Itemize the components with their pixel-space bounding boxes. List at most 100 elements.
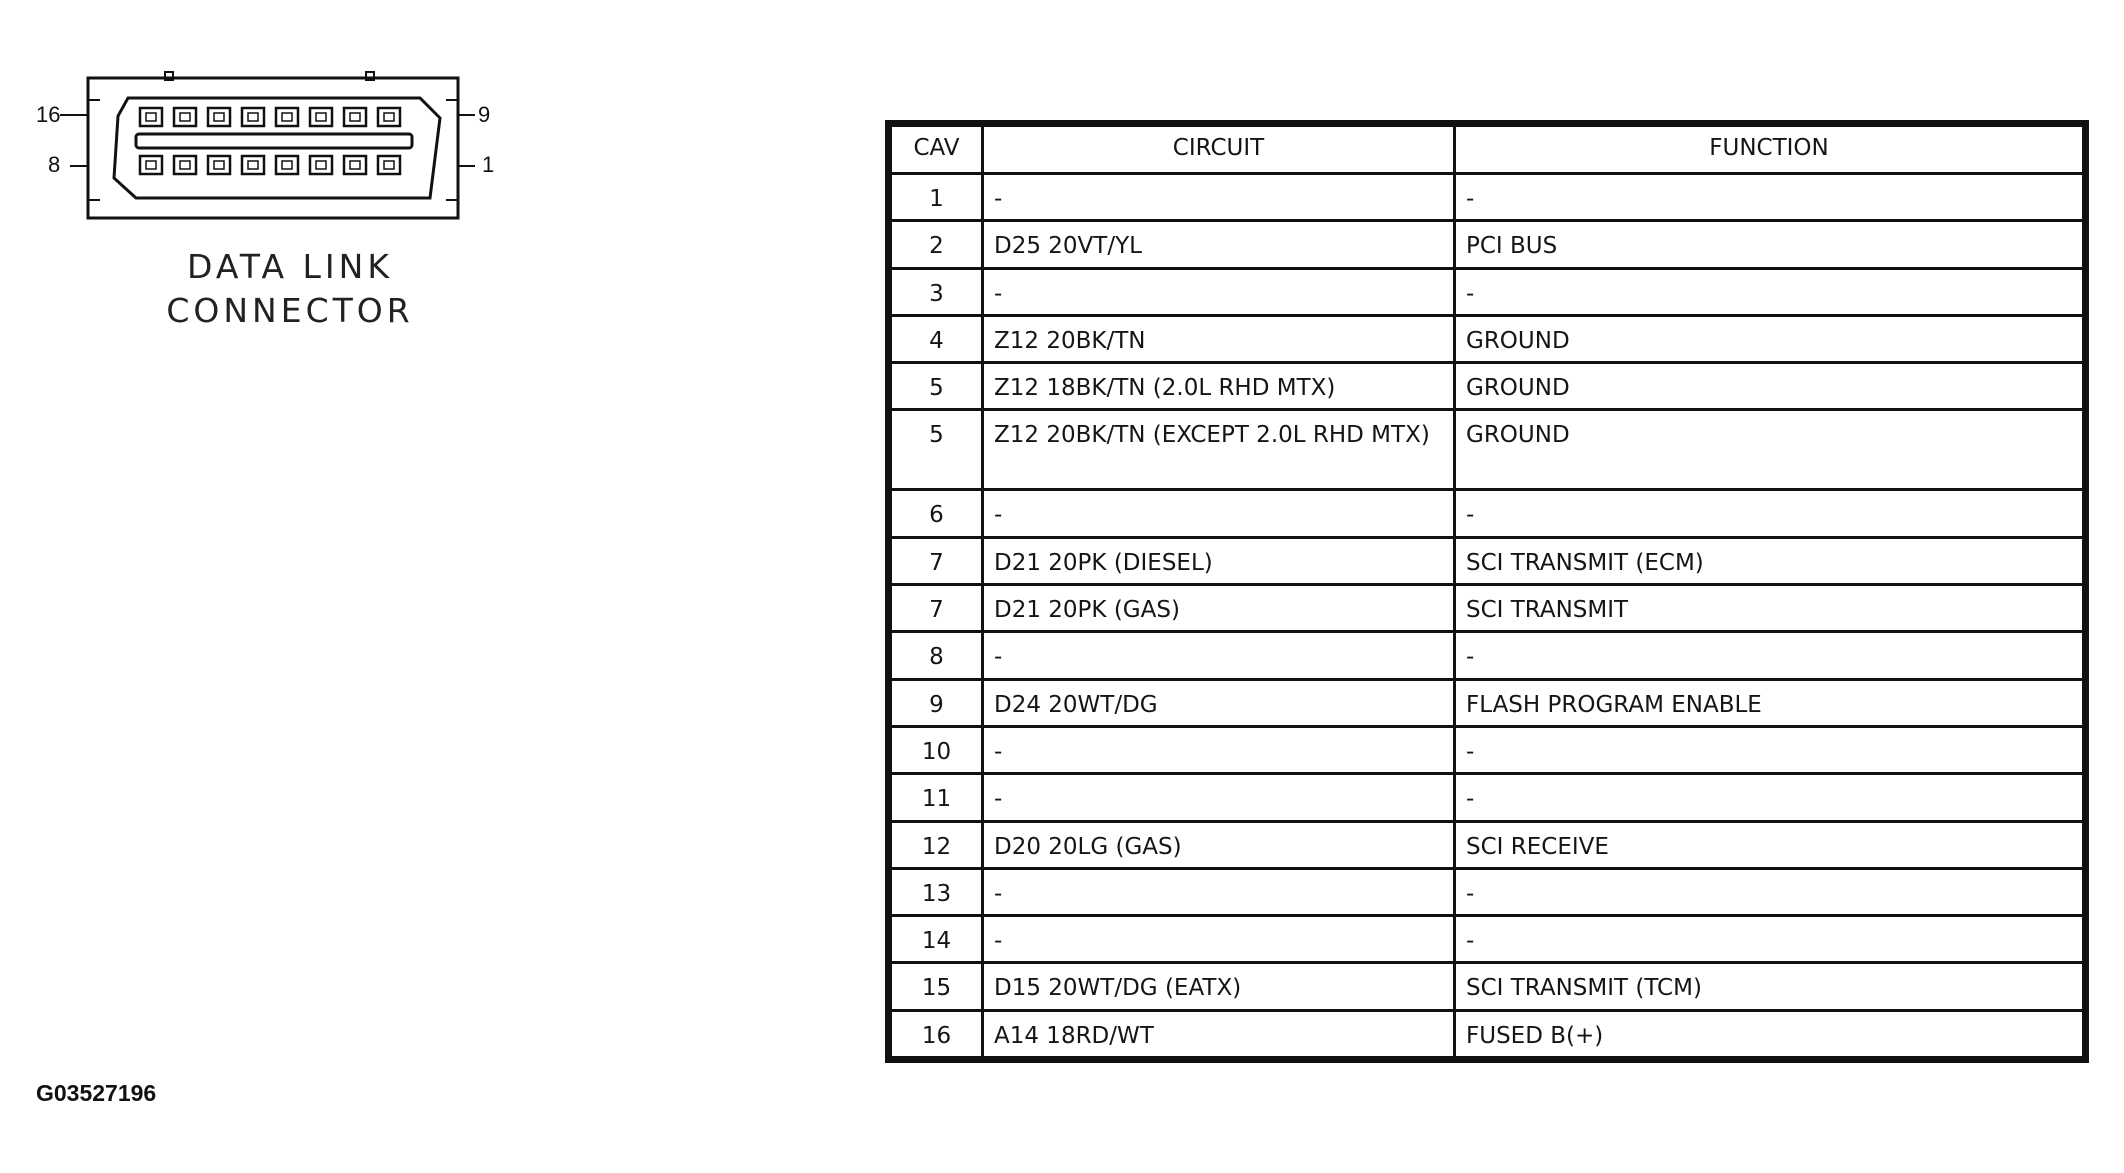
function-cell: FUSED B(+): [1453, 1008, 2085, 1060]
connector-pin-socket: [281, 160, 293, 170]
connector-pin-socket: [179, 160, 191, 170]
cav-cell: 5: [889, 361, 984, 412]
connector-pin-socket: [145, 112, 157, 122]
connector-pin: [274, 106, 300, 128]
circuit-cell: -: [981, 866, 1456, 918]
function-cell: SCI TRANSMIT (TCM): [1453, 961, 2085, 1012]
table-row: 1--: [889, 171, 2085, 223]
figure-code: G03527196: [36, 1080, 157, 1106]
connector-pin-socket: [383, 160, 395, 170]
header-circuit: CIRCUIT: [981, 124, 1456, 175]
caption-line-1: DATA LINK: [187, 247, 393, 286]
circuit-cell: Z12 18BK/TN (2.0L RHD MTX): [981, 361, 1456, 412]
connector-pin-socket: [315, 160, 327, 170]
connector-pin-socket: [247, 160, 259, 170]
function-cell: SCI TRANSMIT: [1453, 583, 2085, 634]
cav-cell: 11: [889, 772, 984, 823]
table-row: 6--: [889, 488, 2085, 539]
connector-pin: [274, 154, 300, 176]
table-header-row: CAV CIRCUIT FUNCTION: [889, 124, 2085, 175]
circuit-cell: -: [981, 772, 1456, 823]
circuit-cell: D25 20VT/YL: [981, 219, 1456, 270]
header-function: FUNCTION: [1453, 124, 2085, 175]
circuit-cell: D21 20PK (DIESEL): [981, 535, 1456, 587]
connector-pins: [138, 106, 402, 176]
connector-pin: [342, 106, 368, 128]
cav-cell: 5: [889, 408, 984, 492]
circuit-cell: Z12 20BK/TN: [981, 313, 1456, 365]
connector-pin: [138, 154, 164, 176]
connector-pin: [172, 106, 198, 128]
circuit-cell: Z12 20BK/TN (EXCEPT 2.0L RHD MTX): [981, 408, 1456, 492]
connector-pin: [308, 106, 334, 128]
connector-caption: DATA LINK CONNECTOR: [100, 245, 480, 333]
connector-pin: [138, 106, 164, 128]
cav-cell: 14: [889, 914, 984, 965]
connector-pin: [172, 154, 198, 176]
pin-label-1: 1: [482, 152, 495, 177]
connector-drawing: [60, 71, 475, 220]
table-row: 10--: [889, 724, 2085, 776]
cav-cell: 1: [889, 171, 984, 223]
circuit-cell: D24 20WT/DG: [981, 677, 1456, 728]
table-row: 13--: [889, 866, 2085, 918]
function-cell: -: [1453, 488, 2085, 539]
connector-pin-socket: [213, 112, 225, 122]
pin-label-16: 16: [36, 102, 61, 127]
circuit-cell: -: [981, 630, 1456, 681]
connector-pin: [342, 154, 368, 176]
caption-line-2: CONNECTOR: [166, 291, 414, 330]
connector-pin: [206, 106, 232, 128]
function-cell: -: [1453, 866, 2085, 918]
pin-label-8: 8: [48, 152, 61, 177]
circuit-cell: -: [981, 266, 1456, 317]
cav-cell: 7: [889, 583, 984, 634]
connector-pin-socket: [383, 112, 395, 122]
connector-pin: [206, 154, 232, 176]
function-cell: -: [1453, 724, 2085, 776]
circuit-cell: D21 20PK (GAS): [981, 583, 1456, 634]
cav-cell: 8: [889, 630, 984, 681]
table-row: 3--: [889, 266, 2085, 317]
data-link-connector-diagram: 16 8 9 1: [30, 70, 500, 230]
cav-cell: 3: [889, 266, 984, 317]
function-cell: -: [1453, 914, 2085, 965]
table-row: 11--: [889, 772, 2085, 823]
table-row: 8--: [889, 630, 2085, 681]
function-cell: -: [1453, 266, 2085, 317]
connector-pin: [240, 106, 266, 128]
circuit-cell: -: [981, 488, 1456, 539]
cav-cell: 2: [889, 219, 984, 270]
circuit-cell: D15 20WT/DG (EATX): [981, 961, 1456, 1012]
cav-cell: 7: [889, 535, 984, 587]
function-cell: -: [1453, 630, 2085, 681]
cav-cell: 9: [889, 677, 984, 728]
connector-pin-socket: [145, 160, 157, 170]
cav-cell: 15: [889, 961, 984, 1012]
connector-pin-socket: [315, 112, 327, 122]
connector-pin: [376, 106, 402, 128]
cav-cell: 4: [889, 313, 984, 365]
function-cell: GROUND: [1453, 313, 2085, 365]
circuit-cell: -: [981, 724, 1456, 776]
function-cell: -: [1453, 772, 2085, 823]
circuit-cell: -: [981, 171, 1456, 223]
cav-cell: 13: [889, 866, 984, 918]
function-cell: GROUND: [1453, 408, 2085, 492]
connector-pin-socket: [349, 160, 361, 170]
function-cell: SCI RECEIVE: [1453, 819, 2085, 870]
connector-pin-socket: [179, 112, 191, 122]
connector-pin: [308, 154, 334, 176]
function-cell: PCI BUS: [1453, 219, 2085, 270]
circuit-cell: A14 18RD/WT: [981, 1008, 1456, 1060]
cav-cell: 10: [889, 724, 984, 776]
